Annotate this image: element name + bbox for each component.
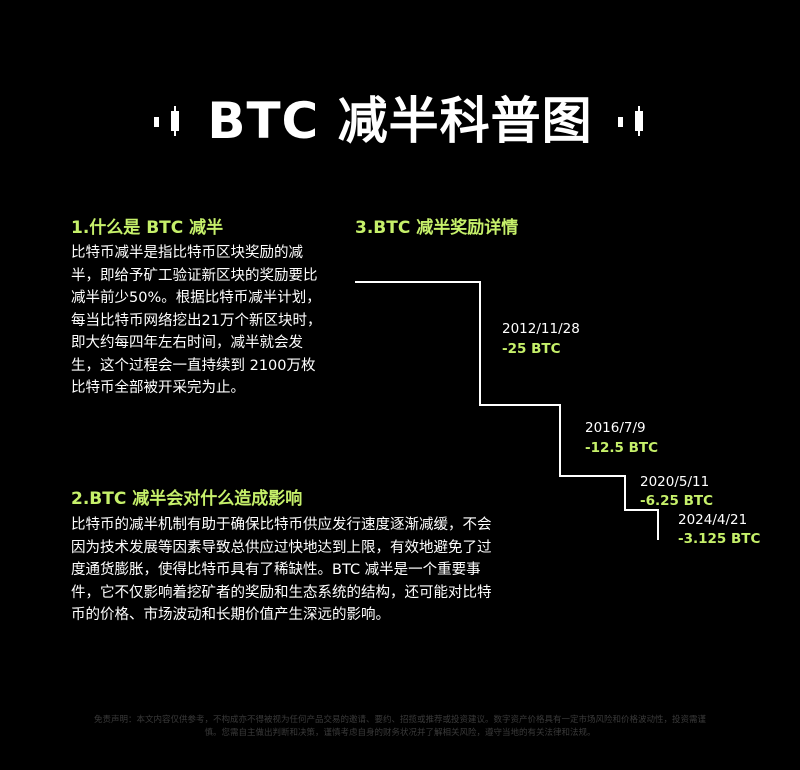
event-reward: -12.5 BTC [585,440,659,456]
section1-body: 比特币减半是指比特币区块奖励的减半，即给予矿工验证新区块的奖励要比减半前少50%… [71,242,325,400]
event-date: 2012/11/28 [502,321,580,337]
page-title: BTC 减半科普图 [207,92,593,150]
section1-text: 比特币减半是指比特币区块奖励的减半，即给予矿工验证新区块的奖励要比减半前少50%… [71,245,322,396]
section1-heading: 1.什么是 BTC 减半 [71,218,224,238]
candlestick-icon [151,101,185,141]
section2-heading: 2.BTC 减半会对什么造成影响 [71,489,303,509]
section3-heading: 3.BTC 减半奖励详情 [355,218,519,238]
candlestick-icon [615,101,649,141]
event-date: 2024/4/21 [678,512,748,528]
event-reward: -3.125 BTC [678,531,761,547]
section2-text: 比特币的减半机制有助于确保比特币供应发行速度逐渐减缓，不会因为技术发展等因素导致… [71,517,492,623]
section2-body: 比特币的减半机制有助于确保比特币供应发行速度逐渐减缓，不会因为技术发展等因素导致… [71,514,501,627]
event-date: 2016/7/9 [585,420,646,436]
disclaimer: 免责声明：本文内容仅供参考，不构成亦不得被视为任何产品交易的邀请、要约、招揽或推… [93,715,706,738]
title-bar: BTC 减半科普图 [0,86,800,156]
event-reward: -25 BTC [502,341,561,357]
event-date: 2020/5/11 [640,474,710,490]
event-reward: -6.25 BTC [640,493,714,509]
